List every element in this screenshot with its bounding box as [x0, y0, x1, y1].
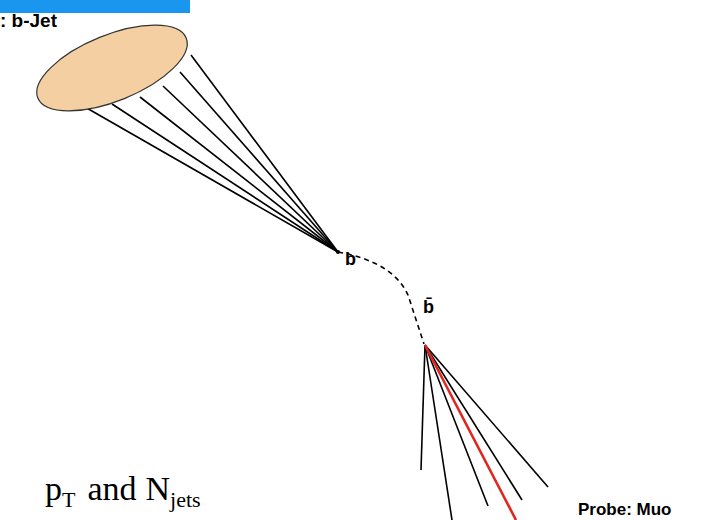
formula-text: N	[146, 470, 171, 507]
vertex-dot	[336, 250, 340, 254]
quark-label: b	[345, 250, 356, 268]
muon-track	[425, 345, 516, 520]
probe-label: Probe: Muo	[578, 501, 672, 518]
subscript: jets	[170, 487, 201, 512]
formula: pTand Njets	[45, 472, 201, 511]
formula-text: p	[45, 470, 62, 507]
probe-tracks	[421, 345, 548, 520]
tag-label: : b-Jet	[0, 11, 57, 30]
quark-label: b̄	[423, 298, 434, 316]
subscript: T	[62, 487, 75, 512]
formula-text: and	[87, 470, 136, 507]
